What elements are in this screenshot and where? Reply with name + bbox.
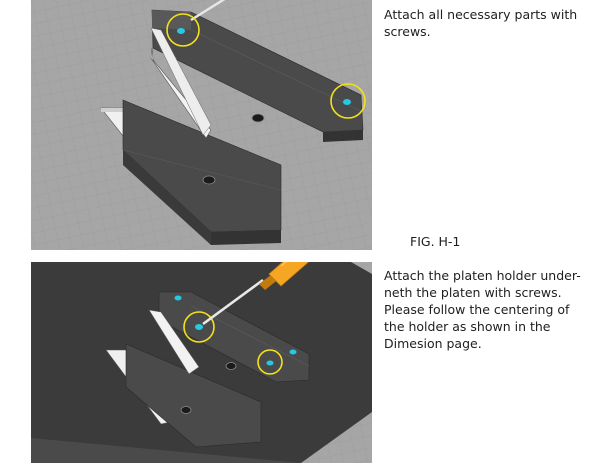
screw-icon	[289, 349, 297, 355]
hole	[225, 362, 237, 370]
hole	[251, 113, 265, 123]
caption-top: Attach all necessary parts with screws.	[384, 7, 578, 39]
highlight-circle-icon	[257, 349, 283, 375]
screw-highlight-right	[257, 349, 283, 375]
hole	[180, 406, 192, 414]
highlight-circle-icon	[183, 311, 215, 343]
highlight-circle-icon	[166, 13, 200, 47]
caption-bottom: Attach the platen holder under-neth the …	[384, 268, 581, 351]
bottom-illustration-svg	[31, 262, 372, 463]
screw-highlight-left	[183, 311, 215, 343]
platen	[31, 262, 372, 463]
holder-lower	[100, 99, 282, 245]
screw-highlight-left	[166, 13, 200, 47]
screw-icon	[343, 99, 351, 105]
hole	[202, 175, 216, 185]
figure-label: FIG. H-1	[410, 234, 461, 249]
screw-highlight-right	[330, 83, 366, 119]
top-illustration-svg	[31, 0, 372, 250]
highlight-circle-icon	[330, 83, 366, 119]
screw-icon	[195, 324, 203, 330]
screw-icon	[177, 28, 185, 34]
top-illustration	[31, 0, 372, 250]
bottom-illustration	[31, 262, 372, 463]
screwdriver-icon	[190, 0, 226, 22]
holder-upper	[148, 291, 310, 383]
screwdriver-icon	[202, 262, 310, 326]
holder-lower	[105, 343, 262, 448]
screw-icon	[174, 295, 182, 301]
screw-icon	[266, 360, 274, 366]
